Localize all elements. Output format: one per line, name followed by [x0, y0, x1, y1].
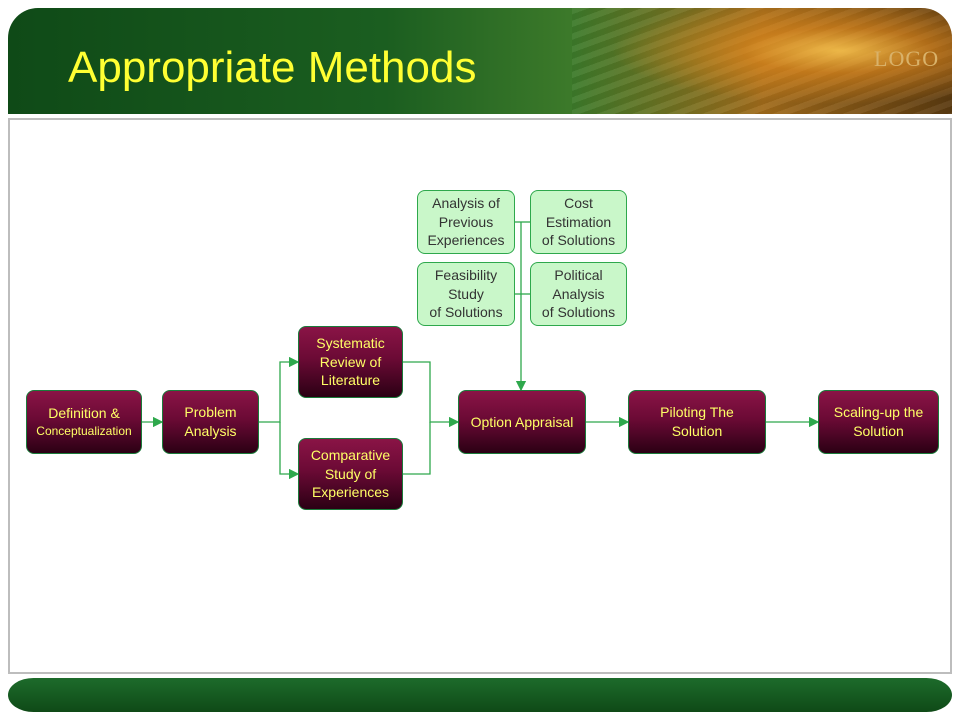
node-feasibility-line1: Feasibility — [434, 266, 498, 283]
node-systematic-line1: Systematic — [316, 334, 385, 351]
node-comparative-study: Comparative Study of Experiences — [298, 438, 403, 510]
logo: LOGO — [874, 46, 940, 71]
connector-problem-split — [259, 356, 300, 423]
pen-decoration — [572, 8, 952, 114]
node-cost-line1: Cost — [564, 194, 593, 211]
footer-bar — [8, 678, 952, 712]
node-feasibility-study: Feasibility Study of Solutions — [417, 262, 515, 326]
node-definition: Definition & Conceptualization — [26, 390, 142, 454]
node-scaling-line2: Solution — [853, 423, 904, 439]
header-banner: Appropriate Methods LOGO — [8, 8, 952, 114]
node-political-line1: Political — [554, 266, 603, 283]
connector-systematic-merge — [403, 361, 460, 428]
connector-comparative-merge — [403, 422, 431, 475]
node-problem-analysis: Problem Analysis — [162, 390, 259, 454]
node-cost-estimation: Cost Estimation of Solutions — [530, 190, 627, 254]
node-political-analysis: Political Analysis of Solutions — [530, 262, 627, 326]
node-analysis-line1: Analysis of — [432, 194, 500, 211]
node-scaling-up: Scaling-up the Solution — [818, 390, 939, 454]
node-cost-line3: of Solutions — [541, 232, 616, 249]
node-comparative-line3: Experiences — [311, 484, 390, 501]
connector-problem-comparative — [279, 422, 300, 480]
node-comparative-line2: Study of — [324, 465, 377, 482]
node-analysis-line3: Experiences — [427, 232, 505, 249]
node-problem-line2: Analysis — [184, 423, 237, 439]
page-title: Appropriate Methods — [68, 43, 477, 92]
node-piloting-line2: Solution — [671, 423, 723, 439]
node-political-line2: Analysis — [552, 285, 605, 302]
node-analysis-previous: Analysis of Previous Experiences — [417, 190, 515, 254]
node-scaling-line1: Scaling-up the — [833, 404, 924, 421]
node-systematic-review: Systematic Review of Literature — [298, 326, 403, 398]
node-feasibility-line2: Study — [448, 285, 484, 302]
node-piloting: Piloting The Solution — [628, 390, 766, 454]
node-piloting-line1: Piloting The — [660, 404, 734, 421]
node-analysis-line2: Previous — [438, 213, 494, 230]
node-systematic-line3: Literature — [320, 372, 381, 389]
node-political-line3: of Solutions — [541, 304, 616, 321]
node-option-text: Option Appraisal — [470, 413, 574, 430]
node-definition-line1: Definition & — [48, 405, 120, 422]
node-option-appraisal: Option Appraisal — [458, 390, 586, 454]
node-definition-line2: Conceptualization — [36, 424, 132, 439]
node-problem-line1: Problem — [184, 404, 237, 421]
node-cost-line2: Estimation — [545, 213, 612, 230]
node-systematic-line2: Review of — [319, 353, 382, 370]
node-feasibility-line3: of Solutions — [429, 304, 503, 321]
node-comparative-line1: Comparative — [310, 446, 391, 463]
